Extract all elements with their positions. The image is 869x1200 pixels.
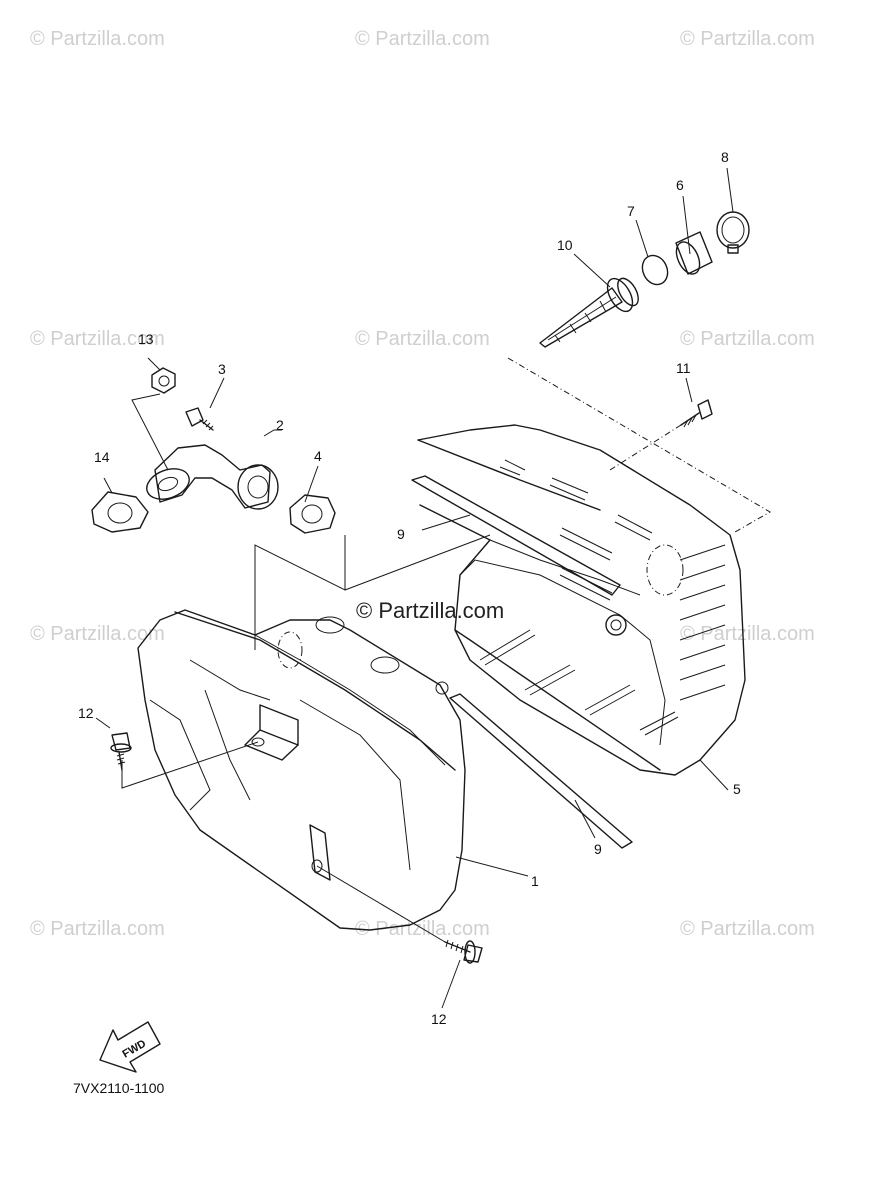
watermark: © Partzilla.com <box>30 918 165 940</box>
callout-9-upper: 9 <box>397 526 405 542</box>
bolt-centerline-upper <box>121 741 259 789</box>
callout-11: 11 <box>676 360 691 376</box>
center-watermark: © Partzilla.com <box>356 598 504 623</box>
callout-10: 10 <box>557 237 573 253</box>
watermark: © Partzilla.com <box>355 328 490 350</box>
watermark: © Partzilla.com <box>30 328 165 350</box>
muffler-protector <box>417 424 746 776</box>
fwd-label: FWD <box>121 1038 149 1061</box>
flange-nut <box>151 367 176 394</box>
spark-arrester-cone <box>539 277 639 348</box>
callout-13: 13 <box>138 331 154 347</box>
callout-12-upper: 12 <box>78 705 94 721</box>
pipe-cap <box>675 231 713 275</box>
watermark: © Partzilla.com <box>30 28 165 50</box>
flange-bolt-upper <box>110 732 132 771</box>
exhaust-gasket-left <box>91 491 149 533</box>
callout-4: 4 <box>314 448 322 464</box>
watermark: © Partzilla.com <box>680 28 815 50</box>
leader-lines <box>95 167 734 1009</box>
callout-8: 8 <box>721 149 729 165</box>
callout-9-lower: 9 <box>594 841 602 857</box>
gasket-strip-lower <box>449 693 633 849</box>
exhaust-pipe <box>146 444 279 510</box>
watermark: © Partzilla.com <box>680 623 815 645</box>
exhaust-gasket-right <box>289 494 336 534</box>
watermark: © Partzilla.com <box>680 328 815 350</box>
flange-bolt-lower <box>444 939 483 964</box>
callout-14: 14 <box>94 449 110 465</box>
diagram-code: 7VX2110-1100 <box>73 1080 165 1096</box>
watermark: © Partzilla.com <box>355 28 490 50</box>
callout-1: 1 <box>531 873 539 889</box>
screw-small <box>680 399 713 428</box>
assembly-centerline <box>507 357 771 533</box>
forward-arrow-icon: FWD <box>99 1021 161 1073</box>
bolt-centerline-lower <box>316 865 446 943</box>
callout-2: 2 <box>276 417 284 433</box>
pipe-bolt <box>185 407 214 431</box>
callout-3: 3 <box>218 361 226 377</box>
callout-12-lower: 12 <box>431 1011 447 1027</box>
callout-7: 7 <box>627 203 635 219</box>
gasket-strip-upper <box>411 475 621 596</box>
screen-disc <box>641 254 669 286</box>
screw-centerline <box>609 424 682 471</box>
hose-clamp <box>716 211 750 254</box>
watermarks: © Partzilla.com © Partzilla.com © Partzi… <box>30 28 815 940</box>
watermark: © Partzilla.com <box>680 918 815 940</box>
callout-5: 5 <box>733 781 741 797</box>
callout-6: 6 <box>676 177 684 193</box>
pipe-to-muffler-centerline <box>254 535 346 650</box>
nut-centerline <box>131 393 169 471</box>
watermark: © Partzilla.com <box>30 623 165 645</box>
callouts: 1 2 3 4 5 6 7 8 9 9 10 11 12 12 13 14 <box>78 149 741 1027</box>
muffler-body <box>137 609 466 931</box>
